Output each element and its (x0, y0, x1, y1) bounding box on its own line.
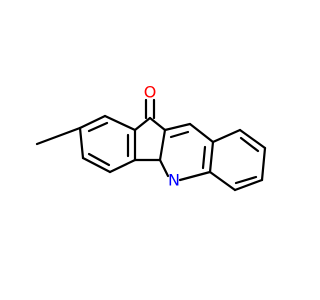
bond (238, 128, 267, 150)
bond (239, 136, 260, 153)
bond (78, 114, 107, 130)
bond (35, 126, 82, 146)
bond (78, 126, 85, 160)
bond (260, 146, 267, 182)
bond (158, 128, 167, 162)
bond (87, 121, 109, 133)
bond (108, 158, 137, 174)
bond-lines (35, 98, 267, 192)
nitrogen-atom-label: N (168, 171, 180, 190)
bond (148, 116, 167, 132)
bond (233, 178, 264, 192)
bond (188, 122, 215, 144)
bond (178, 170, 212, 182)
structure-canvas: O N (35, 82, 267, 192)
bond (201, 145, 207, 170)
bond (208, 140, 215, 174)
bond (133, 116, 152, 132)
bond (169, 130, 190, 139)
bond (234, 175, 258, 185)
bond (81, 156, 112, 174)
bond (103, 114, 137, 132)
bond (158, 158, 170, 178)
bond (163, 122, 192, 132)
bond (87, 152, 111, 167)
bond (211, 128, 242, 144)
bond (208, 170, 237, 192)
molecule-diagram: O N (35, 83, 267, 192)
oxygen-atom-label: O (144, 83, 157, 102)
